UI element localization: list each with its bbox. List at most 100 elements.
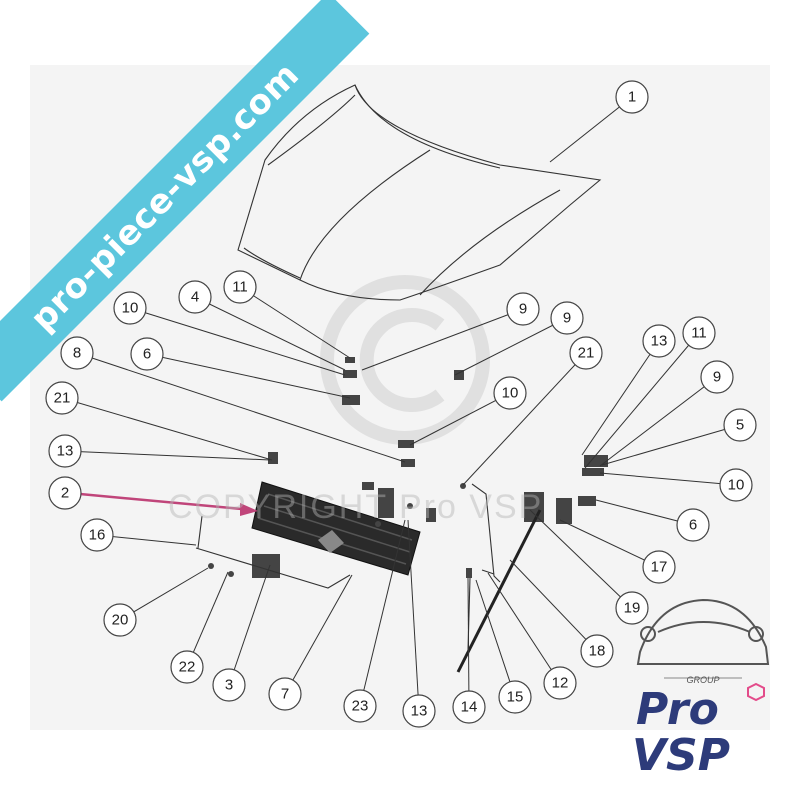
callout-label: 11 <box>691 325 707 342</box>
callout-label: 10 <box>728 477 745 494</box>
leader-line <box>584 332 700 469</box>
callout-circle <box>569 336 603 370</box>
leader-line <box>146 353 351 399</box>
logo-line1: Pro <box>636 684 719 735</box>
callout-13: 13 <box>642 324 676 358</box>
callout-16: 16 <box>80 518 114 552</box>
callout-label: 21 <box>578 345 595 362</box>
callout-label: 12 <box>552 675 569 692</box>
callout-9: 9 <box>700 360 734 394</box>
callout-circle <box>550 301 584 335</box>
leader-line <box>454 317 568 376</box>
highlight-arrowhead <box>240 503 258 516</box>
callout-circle <box>615 591 649 625</box>
leader-line <box>359 519 406 707</box>
grille-part <box>251 481 421 576</box>
callout-7: 7 <box>268 677 302 711</box>
callout-label: 3 <box>225 677 233 694</box>
callout-label: 18 <box>589 643 606 660</box>
callout-21: 21 <box>569 336 603 370</box>
callout-23: 23 <box>343 689 377 723</box>
callout-10: 10 <box>719 468 753 502</box>
callout-19: 19 <box>615 591 649 625</box>
callout-circle <box>615 80 649 114</box>
callout-4: 4 <box>178 280 212 314</box>
leader-line <box>599 472 737 486</box>
leader-line <box>462 352 587 486</box>
callout-label: 6 <box>689 517 697 534</box>
callout-circle <box>48 476 82 510</box>
callout-13: 13 <box>402 694 436 728</box>
leader-line <box>186 571 229 668</box>
callout-9: 9 <box>506 292 540 326</box>
callout-circle <box>170 650 204 684</box>
callout-label: 14 <box>461 699 478 716</box>
callout-circle <box>103 603 137 637</box>
callout-circle <box>682 316 716 350</box>
leader-line <box>194 296 346 371</box>
leader-line <box>129 307 346 376</box>
copyright-watermark-icon <box>320 275 490 445</box>
callout-14: 14 <box>452 690 486 724</box>
callout-9: 9 <box>550 301 584 335</box>
callout-8: 8 <box>60 336 94 370</box>
leader-line <box>559 519 660 568</box>
callout-circle <box>80 518 114 552</box>
callout-circle <box>580 634 614 668</box>
leader-line <box>581 340 660 456</box>
callout-label: 15 <box>507 689 524 706</box>
leader-line <box>549 96 633 163</box>
callout-6: 6 <box>130 337 164 371</box>
leader-line <box>595 499 694 526</box>
callout-circle <box>130 337 164 371</box>
callout-2: 2 <box>48 476 82 510</box>
leader-line <box>64 450 271 461</box>
callout-12: 12 <box>543 666 577 700</box>
callout-circle <box>452 690 486 724</box>
callout-circle <box>402 694 436 728</box>
hardware-parts <box>208 357 608 578</box>
callout-label: 21 <box>54 390 71 407</box>
callout-circle <box>60 336 94 370</box>
leader-line <box>119 567 209 621</box>
callout-circle <box>498 680 532 714</box>
callout-label: 9 <box>519 301 527 318</box>
hood-part <box>237 84 602 301</box>
leader-line <box>467 577 470 708</box>
callout-1: 1 <box>615 80 649 114</box>
leader-line <box>284 574 353 695</box>
callout-label: 22 <box>179 659 196 676</box>
car-outline-icon <box>636 598 770 665</box>
leader-line <box>475 579 516 698</box>
callout-circle <box>723 408 757 442</box>
leader-line <box>601 424 741 466</box>
callout-17: 17 <box>642 550 676 584</box>
callout-21: 21 <box>45 381 79 415</box>
callout-circle <box>178 280 212 314</box>
logo-hexagon-icon <box>747 682 765 702</box>
logo-group-text: GROUP <box>686 675 719 685</box>
leader-line <box>407 519 420 712</box>
callout-15: 15 <box>498 680 532 714</box>
callout-circle <box>343 689 377 723</box>
callout-label: 10 <box>122 300 139 317</box>
callout-circle <box>543 666 577 700</box>
leader-line <box>487 572 561 684</box>
callout-label: 13 <box>57 443 74 460</box>
callout-circle <box>48 434 82 468</box>
callout-label: 20 <box>112 612 129 629</box>
callout-5: 5 <box>723 408 757 442</box>
callout-circle <box>113 291 147 325</box>
callout-circle <box>642 324 676 358</box>
callout-3: 3 <box>212 668 246 702</box>
callout-10: 10 <box>493 376 527 410</box>
pro-vsp-logo: GROUP Pro VSP <box>632 598 770 781</box>
callout-circle <box>223 270 257 304</box>
callout-6: 6 <box>676 508 710 542</box>
callout-label: 17 <box>651 559 668 576</box>
leader-line <box>599 376 718 467</box>
leader-line <box>76 352 406 463</box>
callout-label: 23 <box>352 698 369 715</box>
callout-label: 5 <box>736 417 744 434</box>
callout-label: 11 <box>232 279 248 296</box>
